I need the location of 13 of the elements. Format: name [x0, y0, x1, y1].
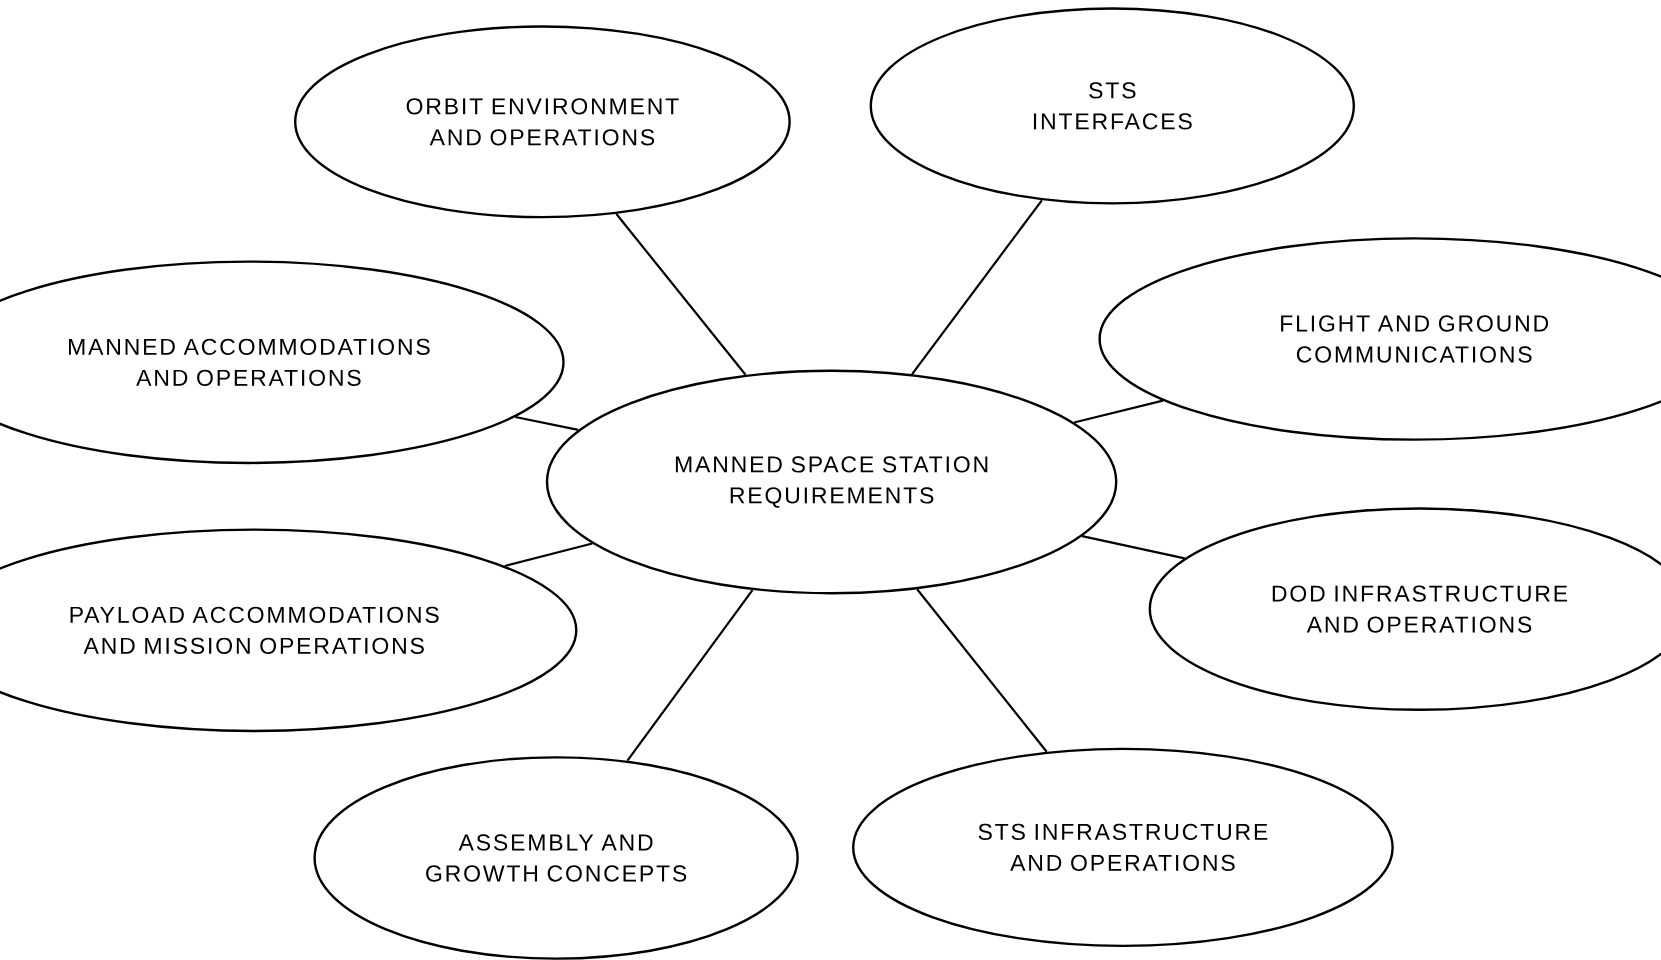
ellipse-node: ASSEMBLY AND GROWTH CONCEPTS — [313, 756, 799, 960]
connector-line — [916, 588, 1048, 753]
connector-line — [911, 199, 1043, 375]
ellipse-node: STS INTERFACES — [869, 7, 1355, 205]
connector-line — [515, 415, 579, 432]
connector-line — [504, 542, 593, 567]
ellipse-node: ORBIT ENVIRONMENT AND OPERATIONS — [294, 25, 791, 219]
connector-line — [1073, 399, 1164, 424]
connector-line — [615, 213, 747, 376]
ellipse-node: MANNED SPACE STATION REQUIREMENTS — [545, 369, 1118, 595]
ellipse-node: STS INFRASTRUCTURE AND OPERATIONS — [852, 747, 1394, 948]
connector-line — [1081, 535, 1185, 560]
connector-line — [626, 589, 754, 762]
